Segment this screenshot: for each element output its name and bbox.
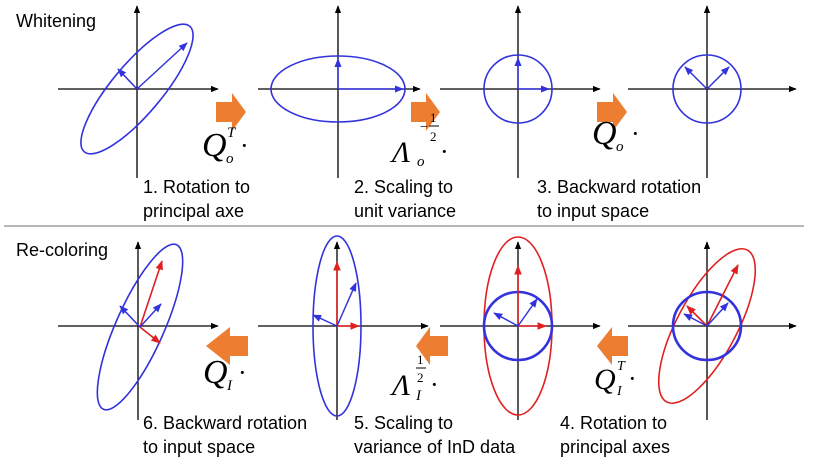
svg-text:2: 2: [430, 129, 437, 144]
left-arrow-1: [206, 327, 248, 365]
blue-vector-a: [517, 298, 538, 327]
svg-text:Λ: Λ: [389, 136, 410, 169]
op-Lambda-I: Λ I 1 2 ·: [389, 352, 439, 404]
whitening-title: Whitening: [16, 11, 96, 31]
whitening-step-3: 3. Backward rotation to input space: [537, 177, 701, 221]
svg-text:·: ·: [631, 119, 640, 148]
data-ellipse: [270, 55, 406, 123]
red-vector-minor: [139, 326, 161, 344]
whitening-plot-3: [440, 5, 601, 178]
recoloring-plot-2: [258, 235, 429, 420]
right-arrow-1: [216, 93, 246, 131]
op-QI: Q I ·: [203, 354, 247, 394]
svg-text:Q: Q: [594, 363, 616, 396]
whitening-plot-1: [58, 5, 219, 178]
vector-b: [684, 66, 708, 90]
principal-vector: [136, 42, 188, 90]
svg-text:1. Rotation to: 1. Rotation to: [143, 177, 250, 197]
whitening-step-1: 1. Rotation to principal axe: [143, 177, 250, 221]
blue-vector-b: [493, 312, 519, 327]
whitening-plot-4: [628, 5, 797, 178]
whitening-plot-2: [258, 5, 421, 178]
op-Qo: Q o ·: [592, 115, 640, 155]
target-ellipse: [657, 247, 757, 405]
svg-text:Q: Q: [202, 127, 227, 164]
svg-text:I: I: [226, 378, 233, 394]
svg-text:·: ·: [240, 131, 249, 160]
svg-text:unit variance: unit variance: [354, 201, 456, 221]
recoloring-plot-1: [58, 241, 219, 420]
unit-circle: [671, 290, 743, 362]
svg-text:principal axes: principal axes: [560, 437, 670, 457]
unit-circle: [672, 54, 742, 124]
svg-text:·: ·: [430, 370, 439, 399]
svg-text:Λ: Λ: [389, 369, 410, 402]
blue-vector-a: [336, 282, 357, 327]
svg-text:I: I: [415, 388, 422, 404]
svg-text:6. Backward rotation: 6. Backward rotation: [143, 413, 307, 433]
unit-circle: [483, 54, 553, 124]
svg-text:2. Scaling to: 2. Scaling to: [354, 177, 453, 197]
vector-a: [706, 66, 730, 90]
svg-text:−: −: [420, 120, 428, 135]
blue-vector-b: [683, 313, 708, 327]
minor-vector: [117, 68, 138, 90]
recoloring-step-6: 6. Backward rotation to input space: [143, 413, 307, 457]
right-arrow-2: [411, 93, 440, 131]
svg-text:5. Scaling to: 5. Scaling to: [354, 413, 453, 433]
right-arrow-3: [597, 93, 627, 131]
left-arrow-2: [416, 327, 448, 365]
svg-text:to input space: to input space: [537, 201, 649, 221]
svg-text:·: ·: [440, 137, 449, 166]
svg-text:·: ·: [628, 364, 637, 393]
svg-text:o: o: [226, 151, 234, 167]
data-ellipse: [312, 235, 362, 417]
blue-vector-b: [119, 305, 141, 328]
data-ellipse: [96, 243, 184, 411]
blue-vector-a: [139, 303, 162, 328]
blue-vector-b: [312, 314, 338, 327]
recoloring-step-4: 4. Rotation to principal axes: [560, 413, 670, 457]
recoloring-title: Re-coloring: [16, 240, 108, 260]
recoloring-plot-4: [628, 241, 797, 420]
red-vector-minor: [686, 305, 708, 327]
svg-text:to input space: to input space: [143, 437, 255, 457]
svg-text:3. Backward rotation: 3. Backward rotation: [537, 177, 701, 197]
svg-text:4. Rotation to: 4. Rotation to: [560, 413, 667, 433]
red-vector-major: [706, 264, 739, 327]
svg-text:T: T: [617, 359, 626, 374]
op-QIT: Q T I ·: [594, 359, 637, 399]
svg-text:·: ·: [238, 358, 247, 387]
svg-text:I: I: [616, 384, 623, 399]
svg-text:T: T: [227, 125, 237, 141]
svg-text:variance of InD data: variance of InD data: [354, 437, 516, 457]
op-QoT: Q T o ·: [202, 125, 249, 167]
svg-text:o: o: [417, 154, 425, 170]
svg-text:1: 1: [417, 352, 424, 367]
svg-text:2: 2: [417, 370, 424, 385]
whitening-step-2: 2. Scaling to unit variance: [354, 177, 456, 221]
svg-text:o: o: [616, 139, 624, 155]
svg-text:principal axe: principal axe: [143, 201, 244, 221]
blue-vector-a: [706, 302, 729, 327]
svg-text:Q: Q: [203, 354, 228, 391]
recoloring-plot-3: [440, 236, 601, 420]
svg-text:1: 1: [430, 110, 437, 125]
op-Lambda-o: Λ o − 1 2 ·: [389, 110, 449, 170]
red-vector-major: [139, 260, 163, 328]
left-arrow-3: [597, 327, 628, 365]
svg-text:Q: Q: [592, 115, 617, 152]
recoloring-step-5: 5. Scaling to variance of InD data: [354, 413, 516, 457]
